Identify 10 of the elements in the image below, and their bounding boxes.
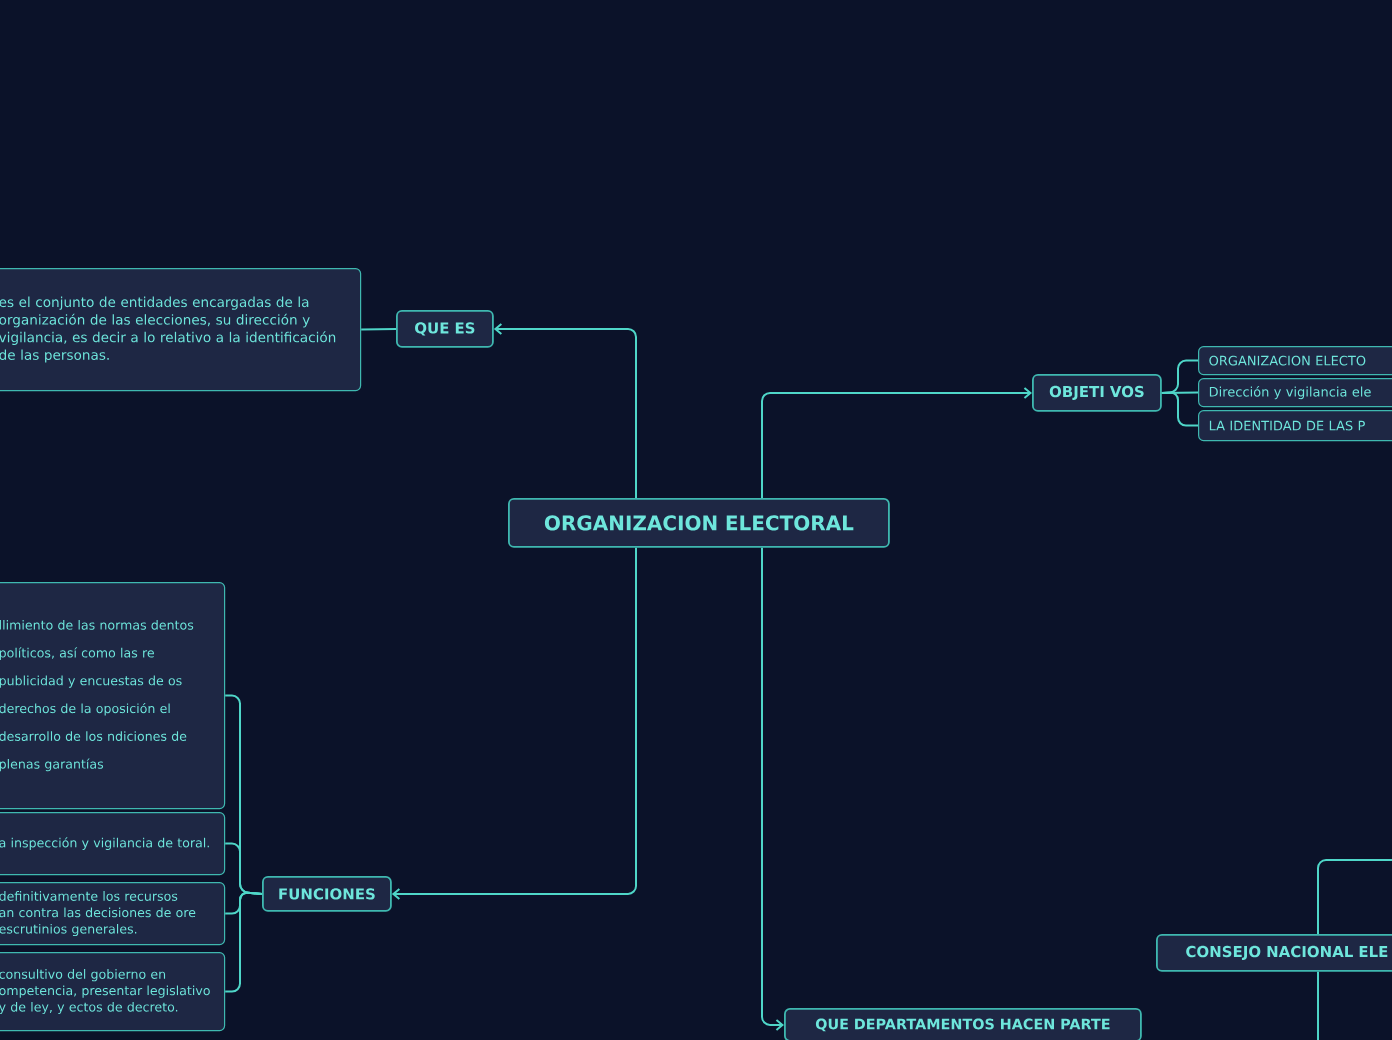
topic-box: ORGANIZACION ELECTORAL — [508, 498, 890, 548]
connector — [360, 327, 397, 331]
connector — [493, 322, 637, 499]
connector — [1160, 391, 1199, 427]
connector — [391, 546, 637, 900]
connector — [761, 386, 1032, 499]
connector — [1317, 859, 1392, 935]
connector — [761, 546, 784, 1031]
connector — [1317, 970, 1319, 1040]
connector — [224, 891, 263, 993]
